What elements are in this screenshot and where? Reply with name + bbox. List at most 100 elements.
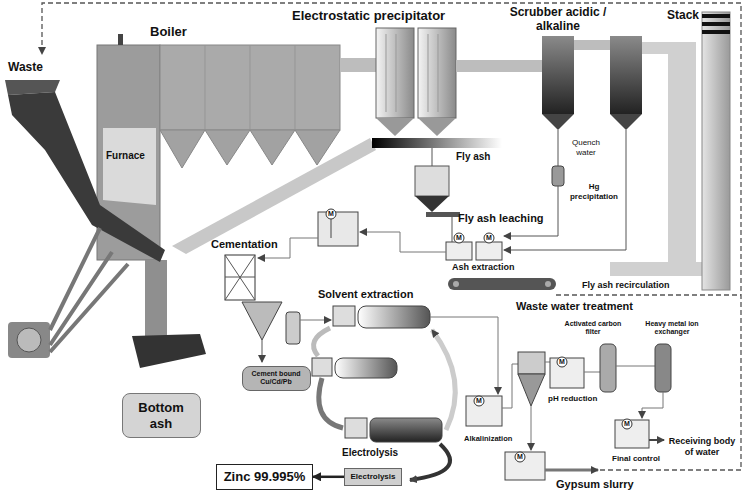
waste-water-unit-part — [545, 362, 550, 363]
fly-ash-leaching — [415, 130, 626, 290]
waste-water-unit-part — [505, 452, 545, 480]
cementation-unit-part — [360, 232, 446, 252]
unit-label: Electrostatic precipitator — [292, 8, 445, 24]
output-box: Bottom ash — [122, 393, 201, 438]
cementation-unit-part — [286, 312, 300, 344]
solvent-extraction-unit-part — [410, 444, 450, 480]
flue-gas-train-part — [418, 28, 456, 118]
waste-water-unit-part — [515, 452, 525, 462]
ash-transport-part — [172, 138, 376, 254]
output-label: Gypsum slurry — [556, 478, 634, 491]
recirculation-line-part — [556, 294, 741, 295]
fly-ash-leaching-part — [446, 242, 472, 260]
section-label: Fly ash leaching — [458, 212, 544, 225]
fly-ash-leaching-part — [552, 166, 564, 186]
fly-ash-leaching-part — [452, 217, 453, 242]
flue-gas-train-part — [456, 60, 542, 72]
unit-label: Activated carbon filter — [560, 320, 626, 337]
fly-ash-leaching-part — [476, 242, 502, 260]
flue-gas-train-part — [610, 262, 702, 276]
fly-ash-leaching-part — [415, 196, 449, 212]
flue-gas-train-part — [702, 14, 730, 18]
fly-ash-leaching-part — [415, 166, 449, 196]
cementation-unit-part — [300, 320, 331, 321]
solvent-extraction-unit-part — [370, 418, 442, 442]
fly-ash-leaching-part — [426, 212, 460, 217]
motor-label: M — [515, 452, 525, 462]
flue-gas-train-part — [702, 12, 730, 290]
unit-label: Hg precipitation — [566, 182, 622, 201]
solvent-extraction-unit-part — [335, 358, 397, 378]
solvent-extraction-unit-part — [430, 317, 498, 394]
waste-water-unit-part — [557, 357, 567, 367]
boiler-part — [250, 130, 295, 165]
air-fan-part — [17, 328, 41, 352]
boiler-part — [160, 130, 205, 168]
cementation-unit-part — [242, 302, 282, 340]
flue-gas-train-part — [668, 42, 696, 276]
cementation-unit-part — [326, 209, 336, 219]
flue-gas-train-part — [610, 36, 642, 114]
node-text: Bottom ash — [131, 400, 191, 431]
solvent-extraction-unit-part — [314, 328, 330, 356]
boiler-part — [118, 34, 123, 45]
node-text: Electrolysis — [350, 472, 396, 482]
solvent-extraction-unit-part — [312, 358, 332, 376]
stream-label: Quench water — [566, 138, 606, 157]
waste-water-unit — [466, 344, 671, 480]
cementation-unit — [225, 209, 446, 362]
flue-gas-train-part — [418, 118, 456, 136]
stream-label: Fly ash — [456, 151, 490, 163]
waste-water-unit-part — [550, 358, 584, 388]
boiler-part — [145, 260, 167, 338]
boiler-part — [103, 128, 156, 205]
waste-water-unit-part — [545, 469, 598, 472]
waste-water-unit-part — [622, 419, 632, 429]
air-fan-part — [8, 322, 50, 358]
flue-gas-train-part — [542, 114, 574, 130]
node-text: Zinc 99.995% — [223, 469, 306, 485]
waste-water-unit-part — [466, 396, 502, 426]
unit-label: Ash extraction — [452, 262, 515, 273]
cementation-unit-part — [318, 212, 358, 246]
motor-label: M — [484, 233, 494, 243]
waste-water-unit-part — [649, 439, 664, 441]
fly-ash-leaching-part — [453, 281, 459, 287]
cementation-unit-part — [262, 340, 263, 362]
waste-water-unit-part — [655, 344, 671, 392]
solvent-extraction-unit-part — [333, 306, 355, 326]
cementation-unit-part — [225, 255, 255, 300]
waste-water-unit-part — [642, 392, 663, 418]
waste-grate — [5, 80, 206, 368]
flue-gas-train-part — [610, 114, 642, 130]
unit-label: Heavy metal ion exchanger — [645, 320, 699, 337]
motor-label: M — [454, 233, 464, 243]
unit-label: Final control — [612, 454, 660, 464]
section-label: Cementation — [211, 238, 278, 251]
flue-gas-train-part — [386, 34, 438, 112]
waste-water-unit-part — [518, 352, 545, 374]
stream-label: Fly ash recirculation — [582, 280, 670, 291]
solvent-extraction-unit-part — [358, 306, 430, 328]
waste-water-unit-part — [615, 420, 649, 448]
section-label: Solvent extraction — [318, 288, 413, 301]
flow-arrow — [313, 476, 344, 479]
air-fan-part — [50, 228, 128, 352]
flue-gas-train-part — [702, 30, 730, 34]
unit-label: Alkalinization — [464, 434, 512, 443]
flue-gas-train-part — [376, 118, 414, 136]
waste-water-unit-part — [474, 396, 484, 406]
unit-label: pH reduction — [548, 394, 597, 404]
unit-label: Boiler — [150, 24, 187, 40]
motor-label: M — [326, 209, 336, 219]
boiler-part — [205, 130, 250, 165]
recirculation-line — [42, 3, 741, 470]
unit-label: Stack — [667, 8, 699, 22]
ash-transport-part — [372, 138, 502, 148]
flue-gas-train-part — [642, 42, 668, 54]
output-label: Receiving body of water — [668, 436, 736, 458]
waste-water-unit-part — [584, 372, 600, 373]
